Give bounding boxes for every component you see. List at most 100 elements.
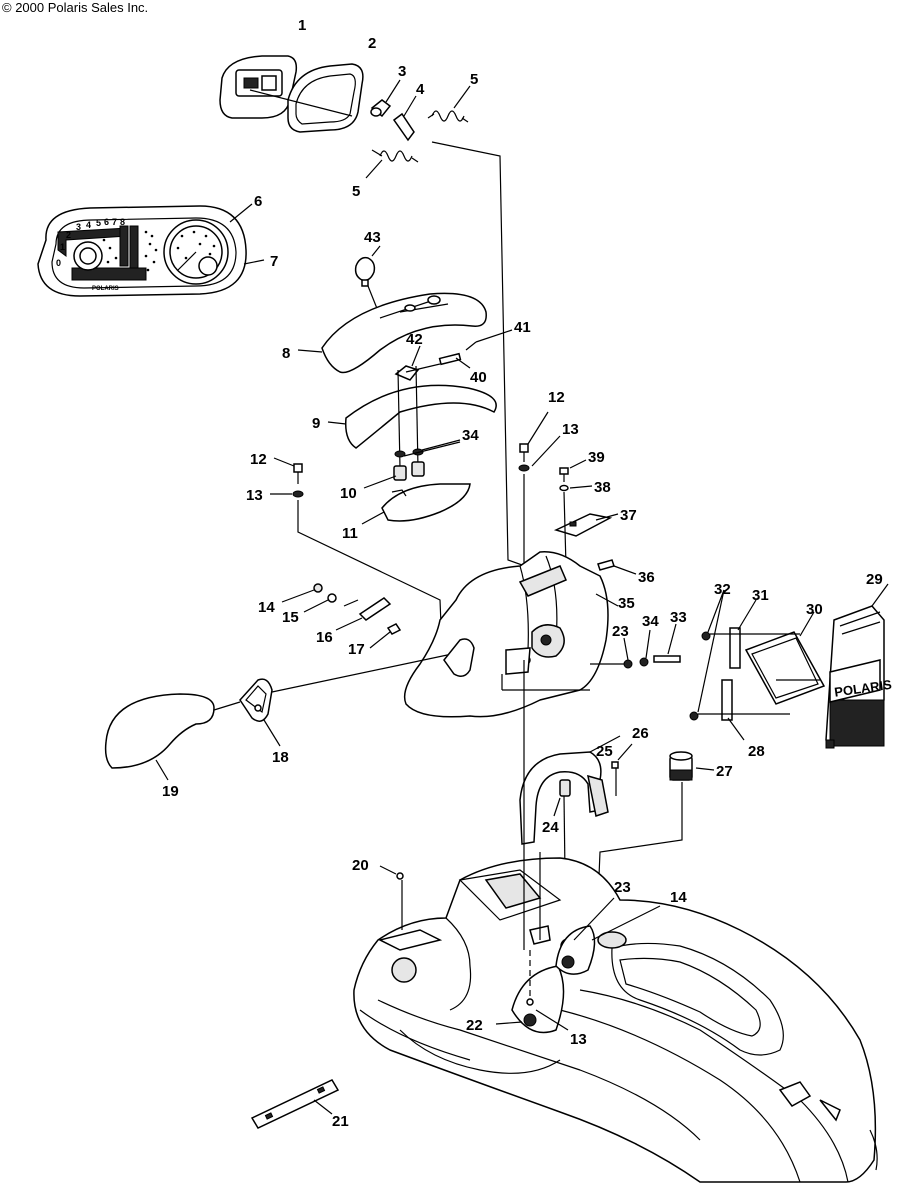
part-43-choke-knob: [354, 256, 381, 317]
callout-31: 31: [752, 587, 769, 604]
callout-16: 16: [316, 629, 333, 646]
callout-32: 32: [714, 581, 731, 598]
callout-1: 1: [298, 17, 306, 34]
gauge-digit-4: 4: [86, 220, 91, 230]
callout-8: 8: [282, 345, 290, 362]
callout-22: 22: [466, 1017, 483, 1034]
part-38-washer: [559, 484, 569, 492]
part-14-washer-deck: [555, 925, 596, 975]
callout-5b: 5: [352, 183, 360, 200]
part-12-bolt-left: [293, 463, 303, 484]
callout-10: 10: [340, 485, 357, 502]
part-13-washer-right: [518, 464, 530, 472]
gauge-digit-7: 7: [112, 217, 117, 227]
callout-15: 15: [282, 609, 299, 626]
part-5-spring-upper: [427, 110, 469, 123]
callout-4: 4: [416, 81, 425, 98]
callout-24: 24: [542, 819, 559, 836]
gauge-digit-3: 3: [76, 222, 81, 232]
part-1-switch-housing: [219, 55, 298, 119]
callout-25: 25: [596, 743, 613, 760]
part-42-cable-fitting: [394, 363, 441, 381]
callout-7: 7: [270, 253, 278, 270]
part-36-screw: [597, 559, 615, 571]
callout-12b: 12: [548, 389, 565, 406]
part-34-washer-right: [639, 657, 649, 667]
part-25-grab-handle: [519, 751, 609, 845]
part-7-speedometer: [163, 219, 229, 285]
part-14-nut: [313, 583, 323, 593]
callout-35: 35: [618, 595, 635, 612]
gauge-digit-6: 6: [104, 217, 109, 227]
part-35-console-housing: [403, 551, 609, 718]
callout-23b: 23: [614, 879, 631, 896]
callout-38: 38: [594, 479, 611, 496]
part-10-nut-pair: [393, 461, 425, 481]
callout-13c: 13: [570, 1031, 587, 1048]
part-30-storage-panel: [744, 631, 826, 705]
gauge-digit-5: 5: [96, 218, 101, 228]
part-33-bolt: [653, 655, 681, 663]
callout-36: 36: [638, 569, 655, 586]
part-12-bolt-right: [519, 443, 529, 462]
part-32-rivet-upper: [701, 631, 711, 641]
callout-37: 37: [620, 507, 637, 524]
callout-14b: 14: [670, 889, 687, 906]
callout-40: 40: [470, 369, 487, 386]
part-27-fuel-cap: [669, 751, 693, 781]
callout-26: 26: [632, 725, 649, 742]
callout-33: 33: [670, 609, 687, 626]
part-32-rivet-lower: [689, 711, 699, 721]
callout-13a: 13: [246, 487, 263, 504]
gauge-digit-8: 8: [120, 217, 125, 227]
callout-12a: 12: [250, 451, 267, 468]
callout-41: 41: [514, 319, 531, 336]
part-39-screw: [559, 467, 569, 482]
part-29-brand-plate: POLARIS: [825, 605, 893, 749]
part-40-pin: [438, 352, 462, 366]
part-26-screw: [611, 761, 619, 796]
callout-20: 20: [352, 857, 369, 874]
part-3-plug: [370, 99, 392, 118]
part-13-washer-left: [292, 490, 304, 498]
part-19-mirror: [104, 693, 215, 769]
part-24-nut: [559, 779, 571, 797]
part-11-plate: [381, 483, 471, 522]
callout-28: 28: [748, 743, 765, 760]
callout-34b: 34: [642, 613, 659, 630]
callout-30: 30: [806, 601, 823, 618]
callout-9: 9: [312, 415, 320, 432]
part-8-upper-console-panel: [321, 292, 487, 374]
part-31-strap-upper: [729, 627, 741, 669]
gauge-digit-2: 2: [66, 230, 71, 240]
deck-hull: [353, 857, 878, 1183]
callout-42: 42: [406, 331, 423, 348]
callout-34a: 34: [462, 427, 479, 444]
part-17-screw: [386, 623, 402, 635]
part-35-key-plate: [443, 638, 475, 677]
part-41-cotter: [465, 341, 477, 351]
callout-21: 21: [332, 1113, 349, 1130]
callout-18: 18: [272, 749, 289, 766]
callout-5a: 5: [470, 71, 478, 88]
part-18-mirror-mount: [239, 678, 273, 722]
callout-19: 19: [162, 783, 179, 800]
callout-2: 2: [368, 35, 376, 52]
callout-6: 6: [254, 193, 262, 210]
part-5-spring-lower: [371, 149, 419, 163]
callout-27: 27: [716, 763, 733, 780]
callout-11: 11: [342, 525, 358, 542]
part-22-nut: [511, 965, 565, 1034]
part-9-gasket: [344, 384, 497, 449]
callout-13b: 13: [562, 421, 579, 438]
callout-17: 17: [348, 641, 365, 658]
part-28-strap-lower: [721, 679, 733, 721]
callout-43: 43: [364, 229, 381, 246]
part-4-clip: [392, 112, 415, 142]
gauge-digit-0: 0: [56, 258, 61, 268]
copyright-notice: © 2000 Polaris Sales Inc.: [2, 0, 149, 15]
part-16-clip: [343, 597, 392, 621]
callout-29: 29: [866, 571, 883, 588]
callout-39: 39: [588, 449, 605, 466]
